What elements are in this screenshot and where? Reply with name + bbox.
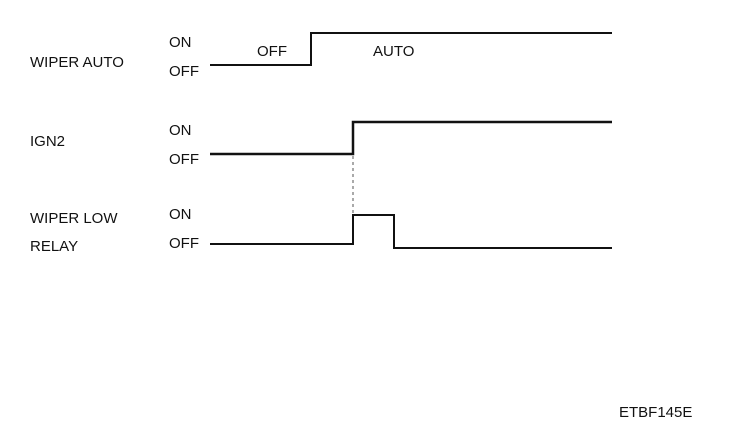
on-level-label: ON	[169, 122, 192, 139]
off-level-label: OFF	[169, 63, 199, 80]
off-level-label: OFF	[169, 151, 199, 168]
on-level-label: ON	[169, 34, 192, 51]
signal-row-ign2: IGN2 ON OFF	[30, 120, 612, 168]
segment-label-auto: AUTO	[373, 43, 414, 60]
signal-row-wiper-auto: WIPER AUTO ON OFF OFF AUTO	[30, 32, 612, 80]
wiper-low-relay-waveform	[210, 214, 612, 249]
on-level-label: ON	[169, 206, 192, 223]
ign2-waveform	[210, 120, 612, 156]
signal-name-wiper-auto: WIPER AUTO	[30, 54, 124, 71]
signal-row-wiper-low-relay: WIPER LOW RELAY ON OFF	[30, 206, 612, 255]
signal-name-wiper-low-line1: WIPER LOW	[30, 210, 118, 227]
off-level-label: OFF	[169, 235, 199, 252]
signal-name-ign2: IGN2	[30, 133, 65, 150]
wiper-auto-waveform	[210, 32, 612, 66]
signal-name-wiper-low-line2: RELAY	[30, 238, 78, 255]
figure-code: ETBF145E	[619, 404, 692, 421]
segment-label-off: OFF	[257, 43, 287, 60]
